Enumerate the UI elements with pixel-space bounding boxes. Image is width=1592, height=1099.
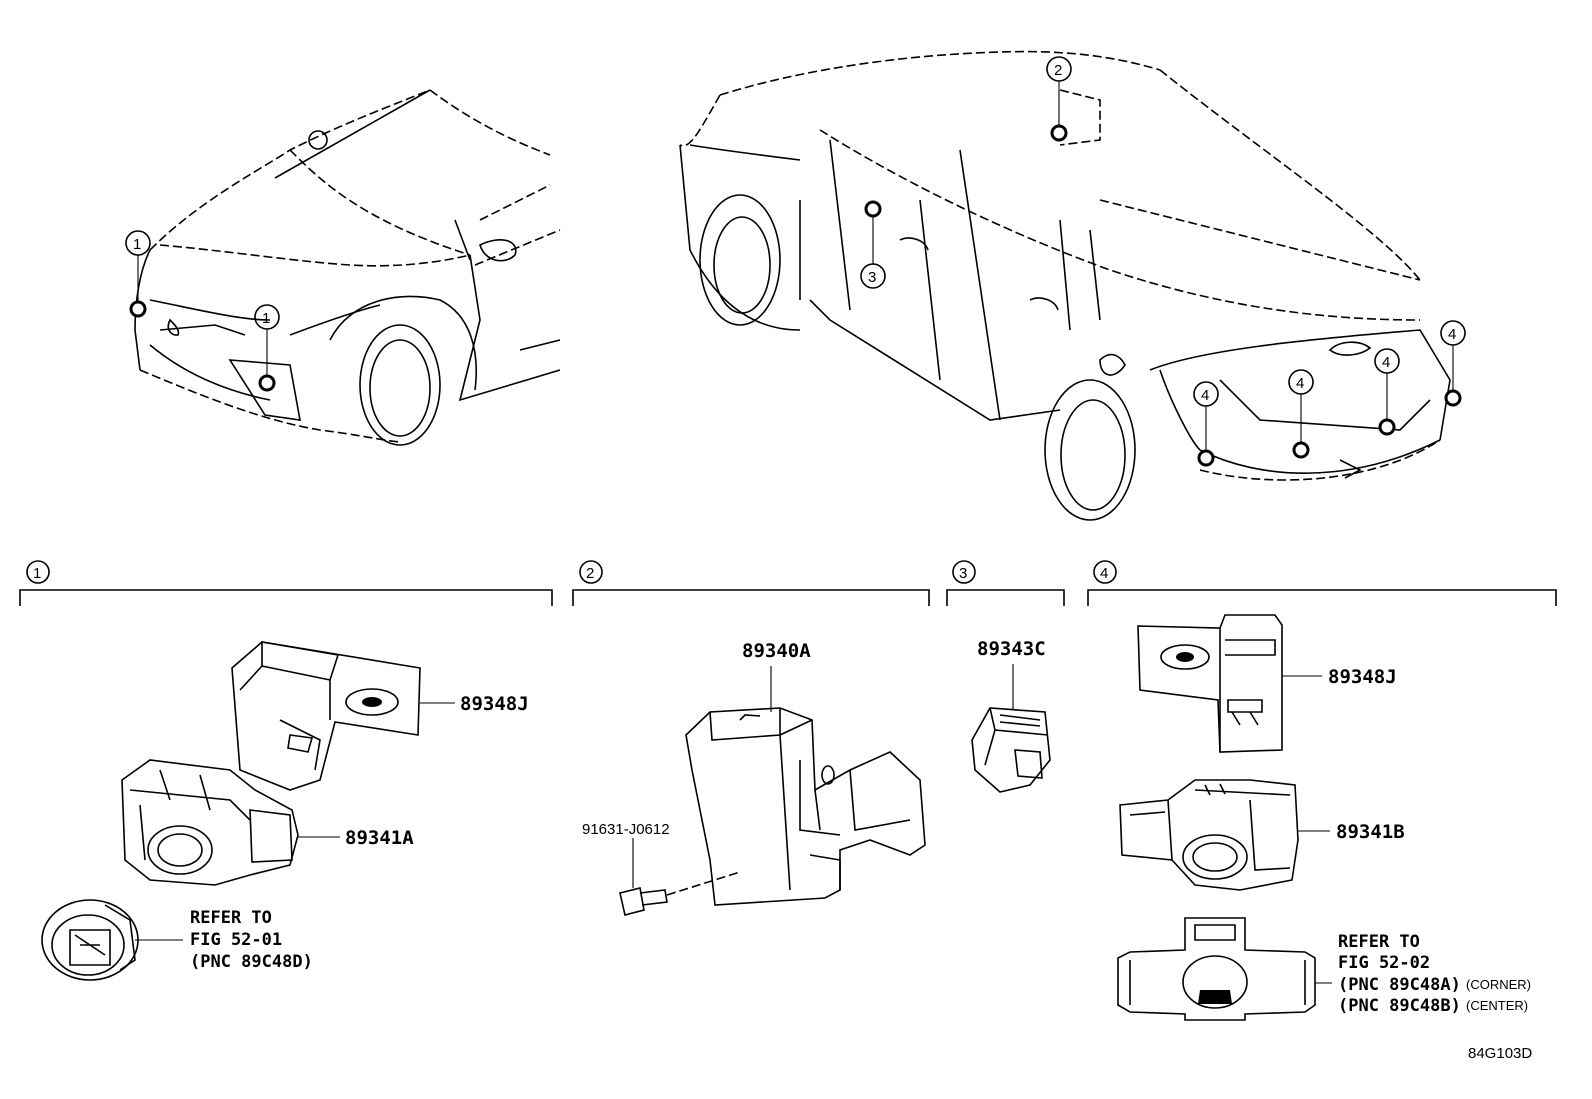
part-number-91631-J0612: 91631-J0612 — [582, 821, 670, 838]
part-number-89348J: 89348J — [460, 693, 529, 715]
refer-note-line: (PNC 89C48D) — [190, 952, 313, 972]
sensor-location-marker — [258, 374, 276, 392]
refer-note-line: FIG 52-01 — [190, 930, 282, 950]
refer-note-suffix-corner: (CORNER) — [1466, 977, 1531, 992]
sensor-bezel-front — [41, 899, 139, 981]
part-89340A-clearance-sonar-ecu — [685, 707, 926, 906]
section-3-header: 3 — [946, 560, 1065, 606]
sensor-location-marker — [129, 300, 147, 318]
section-number: 4 — [1100, 565, 1108, 582]
part-89348J-retainer-front — [231, 641, 421, 791]
section-number: 3 — [959, 565, 967, 582]
refer-note-line: (PNC 89C48A) — [1338, 975, 1461, 995]
section-number: 2 — [586, 565, 594, 582]
callout-number: 1 — [133, 236, 141, 253]
section-2-header: 2 — [572, 560, 930, 606]
part-91631-J0612-bolt — [619, 871, 741, 916]
front-car-illustration — [134, 89, 561, 446]
module-location-marker — [1050, 124, 1068, 142]
car-callouts: 1 1 2 3 4 4 4 4 — [125, 56, 1466, 467]
refer-note-line: FIG 52-02 — [1338, 953, 1430, 973]
callout-number: 4 — [1382, 354, 1390, 371]
rear-car-illustration — [679, 50, 1451, 521]
refer-note-line: REFER TO — [1338, 932, 1420, 952]
callout-number: 3 — [868, 269, 876, 286]
sensor-location-marker — [1444, 389, 1462, 407]
callout-number: 2 — [1054, 62, 1062, 79]
diagram-code: 84G103D — [1468, 1045, 1532, 1062]
part-number-89341B: 89341B — [1336, 821, 1405, 843]
part-89348J-retainer-rear — [1137, 614, 1283, 753]
sensor-location-marker — [1378, 418, 1396, 436]
refer-note-suffix-center: (CENTER) — [1466, 998, 1528, 1013]
refer-note-line: (PNC 89C48B) — [1338, 996, 1461, 1016]
section-number: 1 — [33, 565, 41, 582]
callout-circle-3 — [860, 263, 886, 289]
refer-note-line: REFER TO — [190, 908, 272, 928]
section-4-header: 4 — [1087, 560, 1557, 606]
part-89341A-sensor-front — [121, 759, 299, 886]
callout-number: 1 — [262, 310, 270, 327]
part-number-89340A: 89340A — [742, 640, 811, 662]
sensor-location-marker — [1197, 449, 1215, 467]
buzzer-location-marker — [864, 200, 882, 218]
sensor-bezel-rear — [1117, 917, 1316, 1021]
callout-number: 4 — [1201, 387, 1209, 404]
part-number-89343C: 89343C — [977, 638, 1046, 660]
part-number-89341A: 89341A — [345, 827, 414, 849]
part-89343C-buzzer — [971, 707, 1051, 793]
section-1-header: 1 — [19, 560, 553, 606]
sensor-location-marker — [1292, 441, 1310, 459]
part-number-89348J: 89348J — [1328, 666, 1397, 688]
callout-number: 4 — [1296, 375, 1304, 392]
part-89341B-sensor-rear — [1119, 779, 1299, 891]
callout-number: 4 — [1448, 326, 1456, 343]
